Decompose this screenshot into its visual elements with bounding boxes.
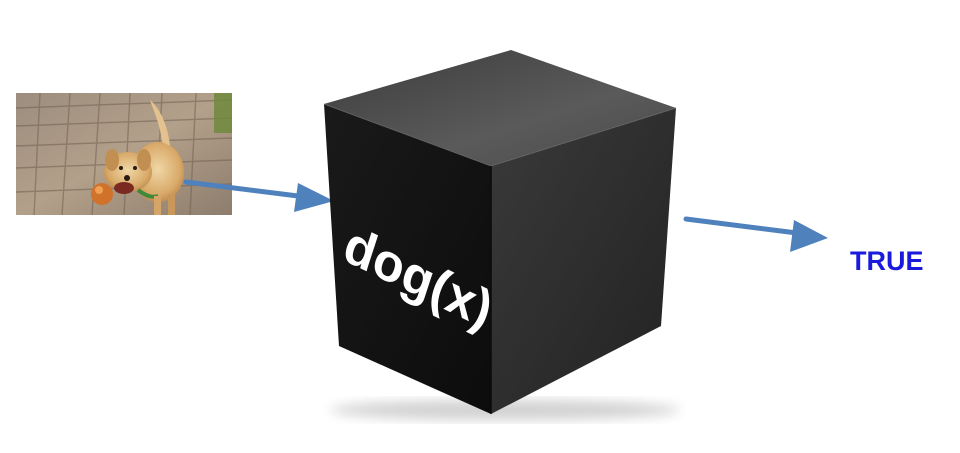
black-box-cube <box>323 50 677 414</box>
cube-front-face <box>324 104 491 414</box>
input-arrow <box>183 179 334 212</box>
cube-top-face <box>324 50 676 166</box>
output-label: TRUE <box>850 246 924 276</box>
cube-right-face <box>491 108 676 414</box>
output-arrow <box>683 216 828 252</box>
dog-photo <box>15 92 233 216</box>
cube-shadow <box>330 400 680 420</box>
